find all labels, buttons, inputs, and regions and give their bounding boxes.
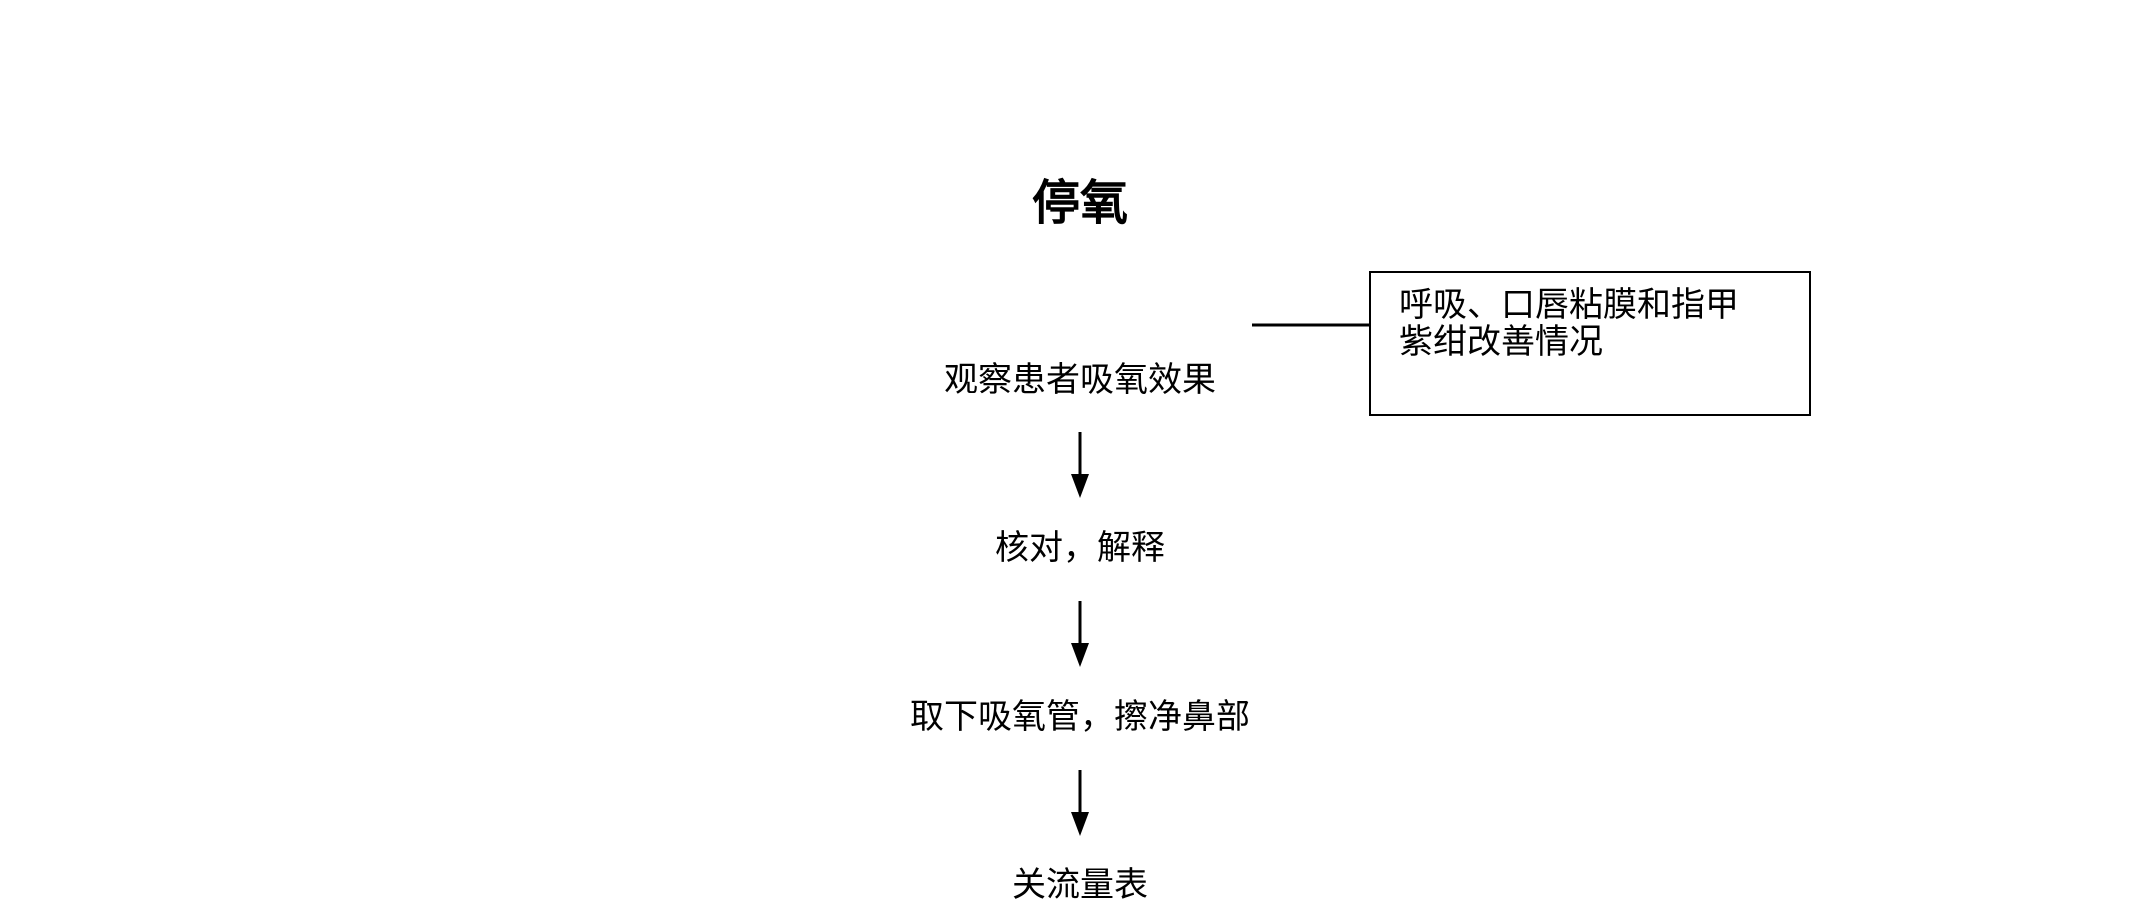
diagram-title: 停氧 [1031,175,1128,231]
step-observe-effect: 观察患者吸氧效果 [944,360,1216,400]
arrow-1 [1071,432,1089,498]
note-line-1: 呼吸、口唇粘膜和指甲 [1399,285,1739,325]
arrow-3 [1071,770,1089,836]
step-remove-tube: 取下吸氧管，擦净鼻部 [910,697,1250,737]
step-verify-explain: 核对，解释 [995,528,1165,568]
step-close-flowmeter: 关流量表 [1012,865,1148,905]
note-box: 呼吸、口唇粘膜和指甲 紫绀改善情况 [1369,271,1811,416]
arrow-2 [1071,601,1089,667]
note-line-2: 紫绀改善情况 [1399,322,1603,362]
